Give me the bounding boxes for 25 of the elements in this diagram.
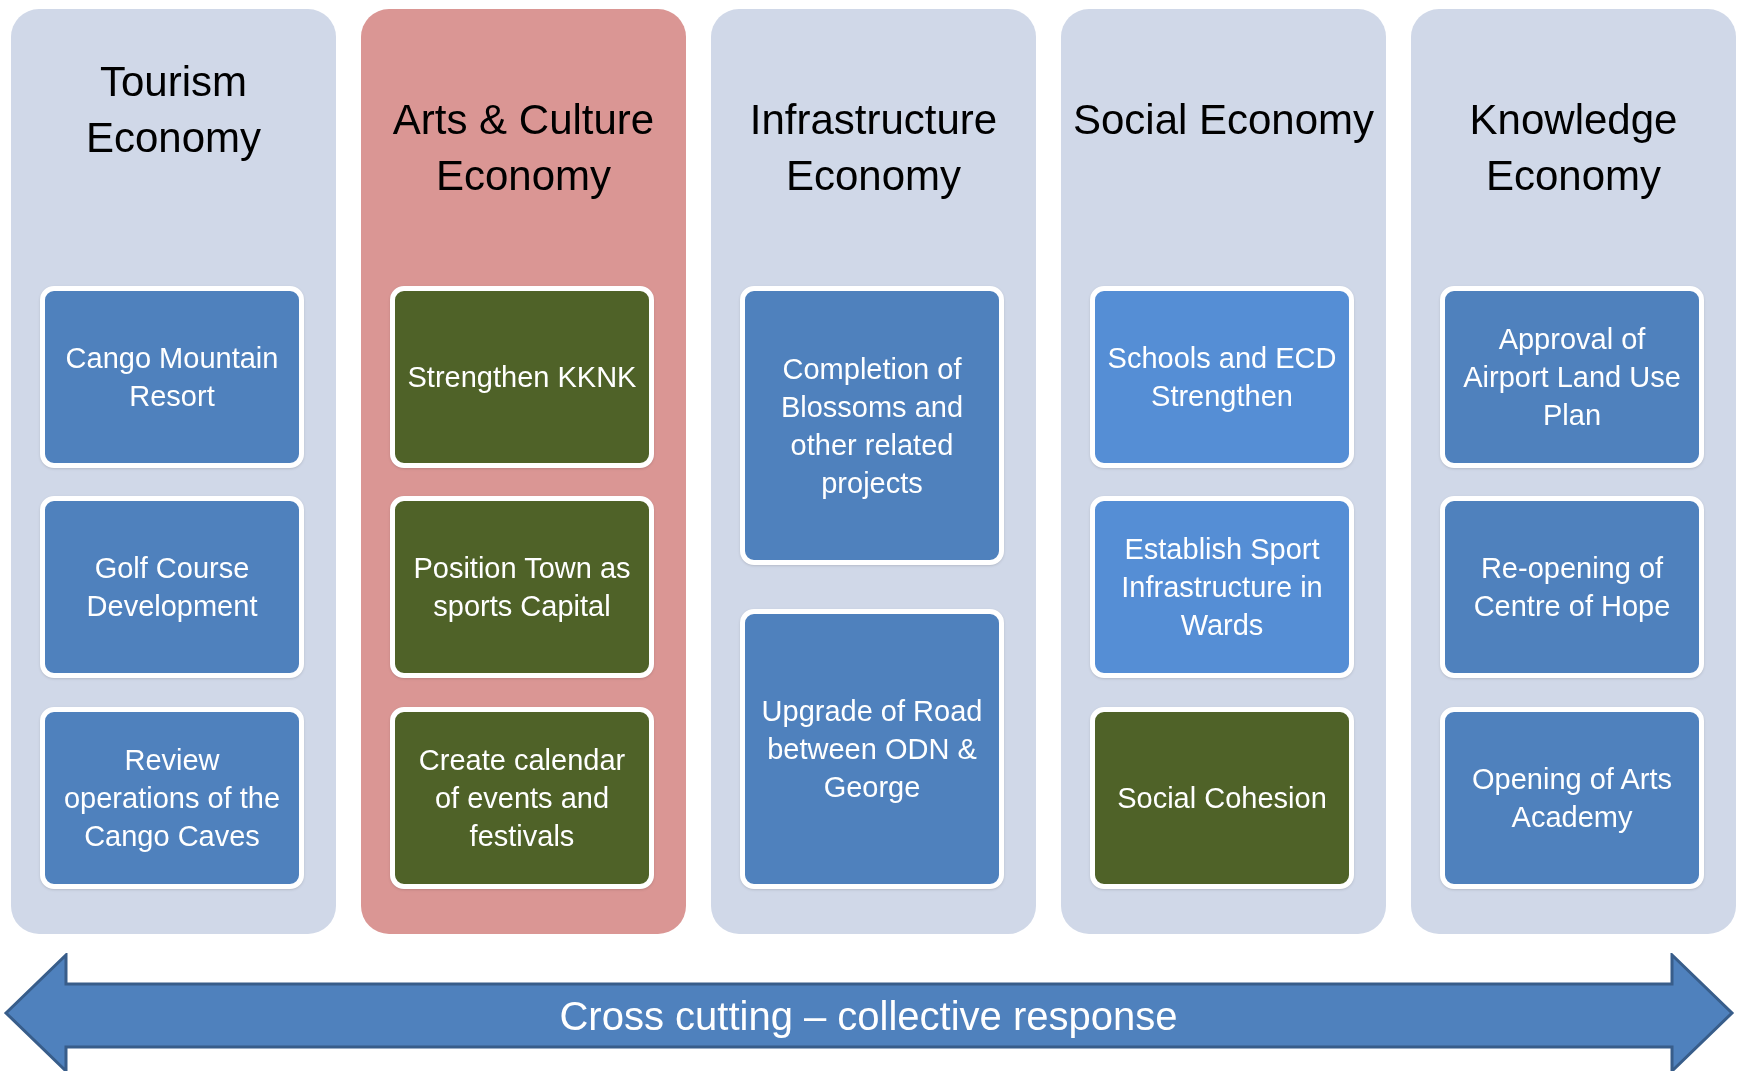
initiative-box: Cango Mountain Resort [40,286,304,468]
column-panel [1411,9,1736,934]
column-panel [11,9,336,934]
column-title: Social Economy [1071,95,1376,145]
column-panel [361,9,686,934]
banner-text: Cross cutting – collective response [559,992,1178,1040]
initiative-box: Create calendar of events and festivals [390,707,654,889]
initiative-box: Golf Course Development [40,496,304,678]
column-panel [711,9,1036,934]
column-title: Infrastructure Economy [748,95,999,201]
column-title: Knowledge Economy [1468,95,1679,201]
initiative-box: Social Cohesion [1090,707,1354,889]
initiative-box: Establish Sport Infrastructure in Wards [1090,496,1354,678]
column-title: Arts & Culture Economy [391,95,656,201]
column-panel [1061,9,1386,934]
initiative-box: Re-opening of Centre of Hope [1440,496,1704,678]
initiative-box: Review operations of the Cango Caves [40,707,304,889]
initiative-box: Position Town as sports Capital [390,496,654,678]
initiative-box: Approval of Airport Land Use Plan [1440,286,1704,468]
initiative-box: Upgrade of Road between ODN & George [740,609,1004,889]
initiative-box: Strengthen KKNK [390,286,654,468]
initiative-box: Schools and ECD Strengthen [1090,286,1354,468]
initiative-box: Opening of Arts Academy [1440,707,1704,889]
initiative-box: Completion of Blossoms and other related projects [740,286,1004,565]
column-title: Tourism Economy [84,57,263,163]
